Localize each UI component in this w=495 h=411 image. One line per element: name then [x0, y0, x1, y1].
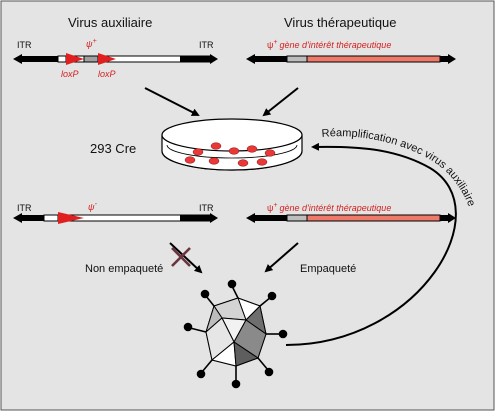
- gene-segment: [306, 55, 441, 63]
- itr-arrow-right: [448, 54, 456, 64]
- itr-right: [440, 215, 448, 221]
- itr-right: [440, 56, 448, 62]
- itr-label-left: ITR: [17, 40, 32, 50]
- psi-segment: [286, 214, 308, 222]
- dish-cell: [264, 149, 276, 157]
- loxp-triangle-right: [98, 53, 116, 65]
- loxp-label-right: loxP: [98, 69, 116, 79]
- itr-arrow-left: [13, 54, 22, 64]
- therapeutic-virus-genome-bottom: ψ+gène d'intérêt thérapeutique: [246, 202, 456, 223]
- dish-cell: [184, 156, 196, 164]
- dish-cell: [228, 147, 240, 155]
- loxp-label-left: loxP: [61, 69, 79, 79]
- itr-right: [180, 215, 210, 221]
- gene-segment: [306, 214, 441, 222]
- arrow-not-packaged: [169, 242, 203, 274]
- arrow-packaged: [264, 242, 299, 273]
- dish-cell: [246, 145, 258, 153]
- segment-left: [43, 214, 59, 222]
- itr-arrow-right: [448, 213, 456, 223]
- dish-cell: [237, 159, 249, 167]
- itr-arrow-right: [210, 54, 218, 64]
- gene-label: ψ+gène d'intérêt thérapeutique: [267, 39, 391, 50]
- psi-segment: [286, 55, 308, 63]
- itr-arrow-left: [13, 213, 22, 223]
- dish-cell: [192, 148, 204, 156]
- itr-arrow-left: [246, 54, 255, 64]
- reamplification-arrow: [285, 142, 457, 346]
- capsid: [205, 297, 267, 367]
- arrow-helper-to-dish: [144, 87, 200, 116]
- therapeutic-virus-genome: ψ+gène d'intérêt thérapeutique: [246, 39, 456, 64]
- itr-arrow-left: [246, 213, 255, 223]
- helper-virus-genome-excised: ITR ITR ψ-: [13, 201, 218, 224]
- cell-line-label: 293 Cre: [90, 141, 136, 156]
- itr-left: [22, 56, 58, 62]
- header-helper-virus: Virus auxiliaire: [68, 15, 152, 30]
- arrow-therapeutic-to-dish: [262, 87, 299, 117]
- itr-label-right: ITR: [199, 40, 214, 50]
- itr-left: [22, 215, 58, 221]
- itr-arrow-right: [210, 213, 218, 223]
- dish-cell: [208, 157, 220, 165]
- petri-dish: [161, 118, 303, 171]
- itr-left: [255, 56, 287, 62]
- loxp-triangle-left: [66, 53, 84, 65]
- not-packaged-label: Non empaqueté: [85, 263, 163, 275]
- cross-mark: [171, 247, 191, 267]
- itr-right: [180, 56, 210, 62]
- packaged-label: Empaqueté: [300, 263, 356, 275]
- itr-label-left: ITR: [17, 203, 32, 213]
- dish-cell: [210, 142, 222, 150]
- psi-segment: [83, 55, 99, 63]
- virion-icon: [183, 279, 288, 389]
- dish-cell: [256, 158, 268, 166]
- psi-label: ψ+: [86, 38, 97, 49]
- helper-virus-genome: ITR ITR ψ+ loxP loxP: [13, 38, 218, 79]
- gene-label: ψ+gène d'intérêt thérapeutique: [267, 202, 391, 213]
- itr-left: [255, 215, 287, 221]
- header-therapeutic-virus: Virus thérapeutique: [284, 15, 397, 30]
- psi-minus-label: ψ-: [88, 201, 98, 212]
- loxp-triangle: [58, 212, 84, 224]
- itr-label-right: ITR: [199, 203, 214, 213]
